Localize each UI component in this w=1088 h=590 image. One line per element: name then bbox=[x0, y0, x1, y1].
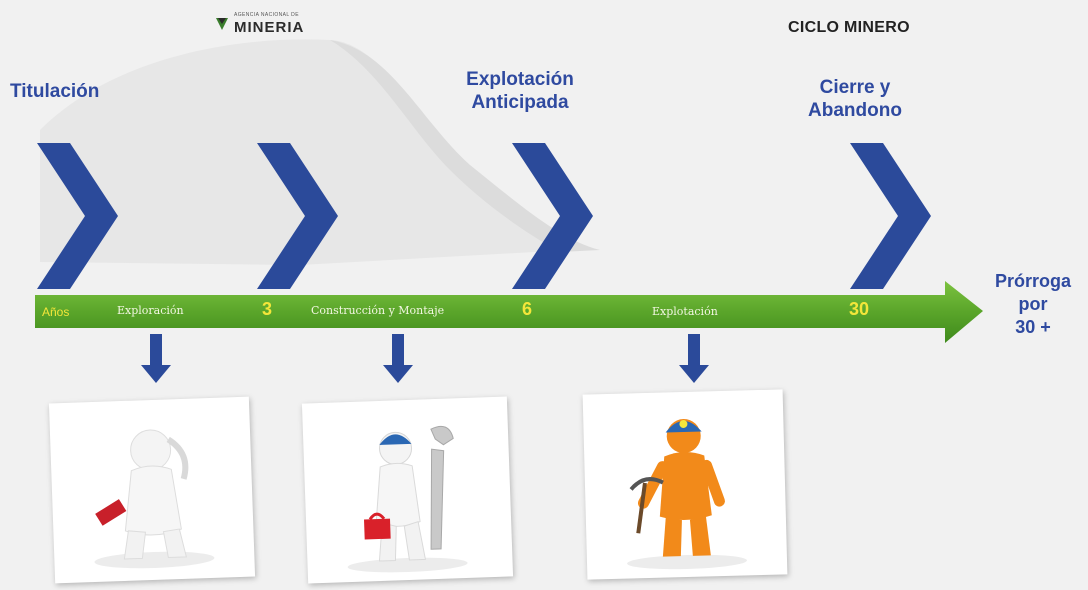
down-arrow-1-icon bbox=[141, 334, 171, 383]
logo-main-text: MINERIA bbox=[234, 19, 305, 36]
year-marker-6: 6 bbox=[522, 299, 533, 319]
year-marker-30: 30 bbox=[849, 299, 870, 319]
extension-label: Prórroga por 30 + bbox=[994, 271, 1072, 337]
logo-top-text: AGENCIA NACIONAL DE bbox=[234, 12, 299, 18]
down-arrow-2-icon bbox=[383, 334, 413, 383]
segment-construccion: Construcción y Montaje bbox=[311, 304, 445, 317]
phase-label-titulacion: Titulación bbox=[10, 81, 100, 102]
chevrons bbox=[37, 143, 931, 289]
segment-explotacion: Explotación bbox=[652, 305, 718, 318]
builder-figure-icon bbox=[347, 425, 468, 573]
chevron-3-icon bbox=[512, 143, 593, 289]
explorer-figure-icon bbox=[94, 429, 215, 569]
card-exploracion bbox=[48, 396, 256, 584]
card-construccion bbox=[301, 396, 514, 584]
timeline-arrow bbox=[35, 281, 983, 343]
chevron-1-icon bbox=[37, 143, 118, 289]
phase-label-cierre-abandono: Cierre y Abandono bbox=[808, 77, 902, 121]
logo-mark-icon bbox=[216, 18, 228, 30]
segment-exploracion: Exploración bbox=[117, 304, 184, 317]
down-arrows bbox=[141, 334, 709, 383]
page-title: CICLO MINERO bbox=[788, 19, 910, 36]
phase-label-explotacion-anticipada: Explotación Anticipada bbox=[466, 69, 574, 113]
year-marker-3: 3 bbox=[262, 299, 273, 319]
down-arrow-3-icon bbox=[679, 334, 709, 383]
card-explotacion bbox=[582, 389, 788, 580]
chevron-4-icon bbox=[850, 143, 931, 289]
miner-figure-icon bbox=[627, 419, 748, 570]
chevron-2-icon bbox=[257, 143, 338, 289]
timeline-start-label: Años bbox=[42, 305, 70, 319]
